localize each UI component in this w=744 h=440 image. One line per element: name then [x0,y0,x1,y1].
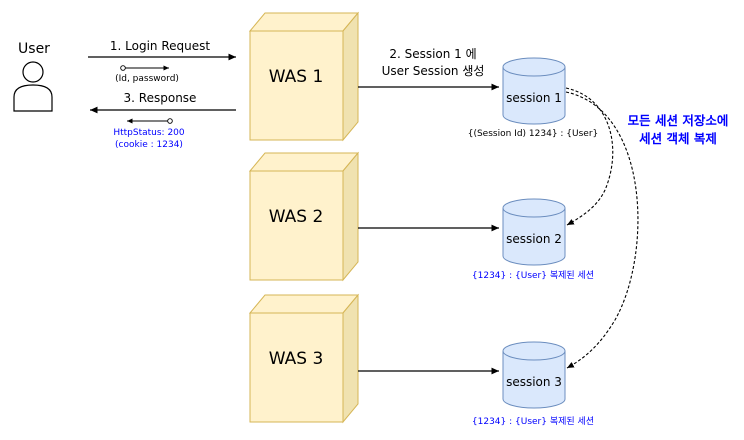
login-request-label: 1. Login Request [110,39,210,53]
was-3-server: WAS 3 [248,293,360,424]
login-params-label: (Id, password) [115,74,179,84]
login-request-arrow: 1. Login Request (Id, password) [88,39,236,84]
session-2-store: session 2 [502,198,566,266]
replicate-to-session3-arrow [565,91,639,369]
user-label: User [18,41,50,57]
response-label: 3. Response [124,91,197,105]
was-1-server: WAS 1 [248,11,360,142]
session-create-line1: 2. Session 1 에 [389,47,476,61]
replication-note-line1: 모든 세션 저장소에 [628,113,729,128]
session-2-caption: {1234} : {User} 복제된 세션 [472,269,594,281]
session-1-caption: {(Session Id) 1234} : {User} [468,129,599,139]
was-1-label: WAS 1 [269,67,324,87]
user-actor: User [13,41,53,112]
session-3-label: session 3 [506,375,562,389]
session-1-label: session 1 [506,91,562,105]
http-status-label: HttpStatus: 200 [113,128,185,138]
session-3-store: session 3 [502,341,566,409]
replication-note-line2: 세션 객체 복제 [639,131,717,146]
was-3-label: WAS 3 [269,349,324,369]
session-create-line2: User Session 생성 [382,64,485,78]
user-body-icon [13,84,53,112]
was-2-label: WAS 2 [269,207,324,227]
replication-note: 모든 세션 저장소에 세션 객체 복제 [628,113,729,146]
was-2-server: WAS 2 [248,151,360,282]
cookie-label: (cookie : 1234) [115,140,183,150]
session-3-caption: {1234} : {User} 복제된 세션 [472,415,594,427]
response-arrow: 3. Response HttpStatus: 200 (cookie : 12… [90,91,236,150]
user-head-icon [22,61,44,83]
session-2-label: session 2 [506,232,562,246]
was1-to-session1-arrow: 2. Session 1 에 User Session 생성 [358,47,499,91]
session-1-store: session 1 [502,57,566,125]
replicate-to-session2-arrow [565,87,614,226]
